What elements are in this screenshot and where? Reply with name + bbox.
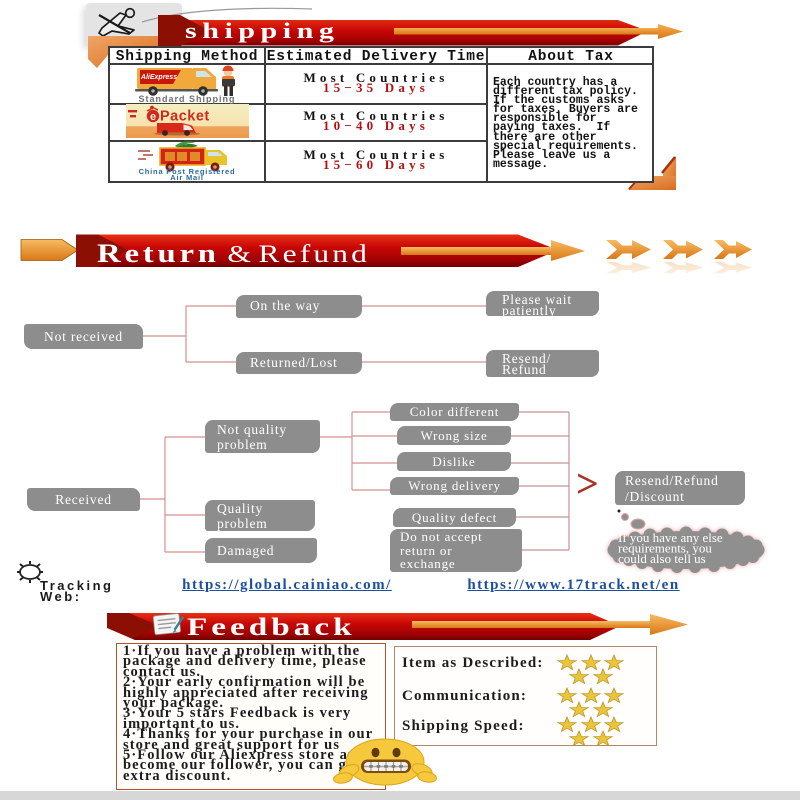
svg-text:AliExpress: AliExpress bbox=[140, 74, 177, 81]
svg-text:Packet: Packet bbox=[160, 109, 210, 125]
svg-text:requirements, you: requirements, you bbox=[618, 541, 712, 556]
svg-text:If you have any else: If you have any else bbox=[618, 530, 723, 545]
svg-text:e: e bbox=[150, 111, 156, 123]
svg-text:could also tell us: could also tell us bbox=[618, 551, 706, 566]
